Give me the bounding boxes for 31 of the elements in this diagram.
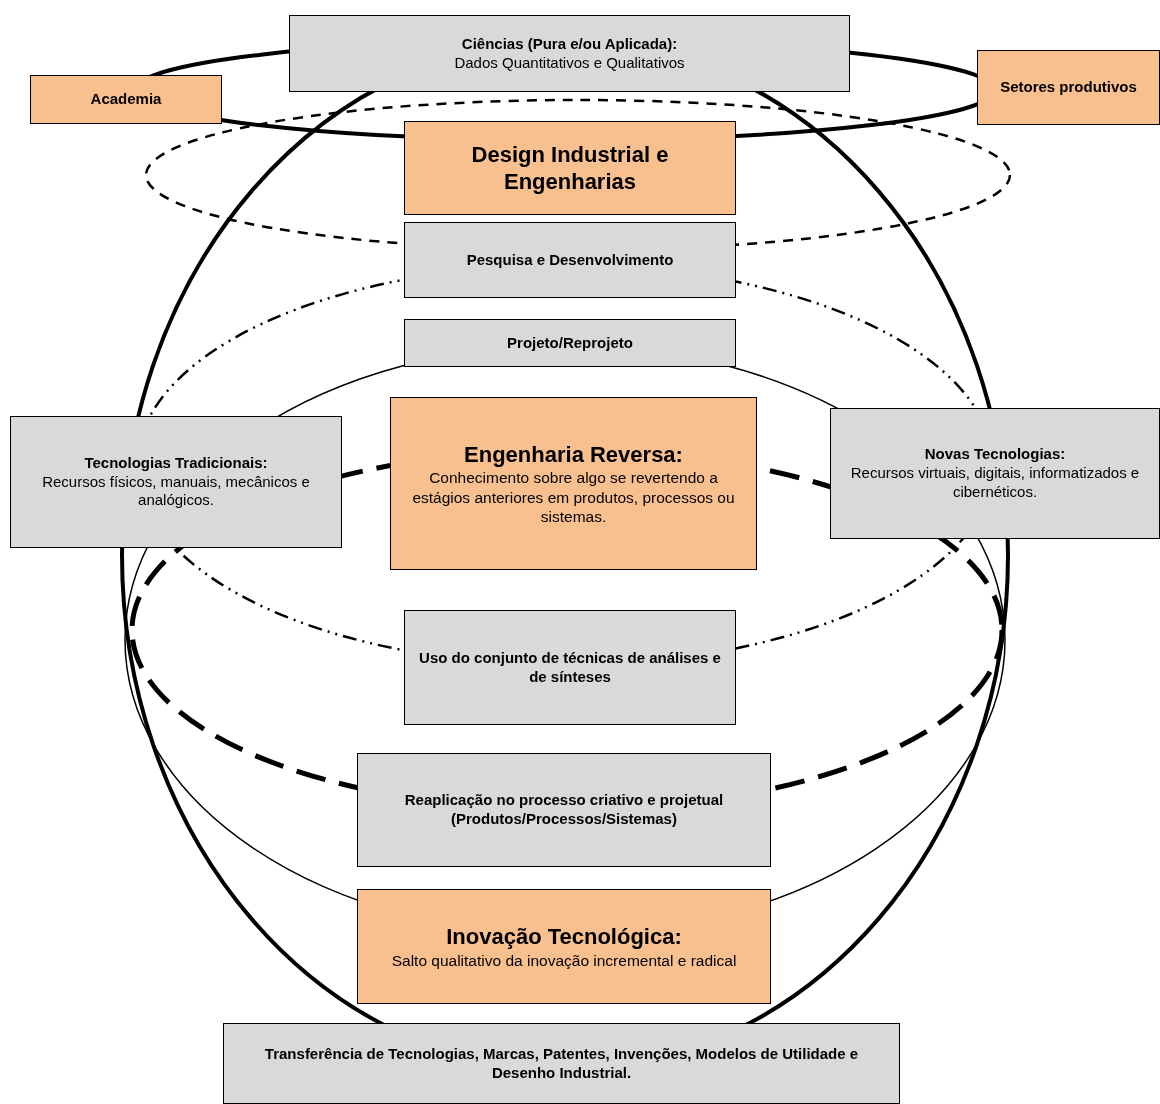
concept-box [223, 1023, 900, 1104]
box-heading: Uso do conjunto de técnicas de análises e de sínteses [418, 648, 722, 687]
box-heading: Transferência de Tecnologias, Marcas, Patentes, Invenções, Modelos de Utilidade e Desenho Industrial. [263, 1044, 860, 1083]
box-text: Dados Quantitativos e Qualitativos [454, 53, 685, 73]
box-text: Salto qualitativo da inovação incremental e radical [391, 950, 737, 970]
box-text: Conhecimento sobre algo se revertendo a estágios anteriores em produtos, processos ou sistemas. [411, 468, 736, 527]
concept-box [357, 753, 771, 867]
box-heading: Tecnologias Tradicionais: [84, 453, 268, 473]
concept-box [830, 408, 1160, 539]
concept-box [404, 610, 736, 725]
concept-box [404, 319, 736, 367]
concept-box [30, 75, 222, 124]
box-heading: Reaplicação no processo criativo e projetual (Produtos/Processos/Sistemas) [403, 791, 725, 829]
concept-box [977, 50, 1160, 125]
box-heading: Setores produtivos [1000, 78, 1137, 97]
concept-box [390, 397, 757, 570]
box-heading: Projeto/Reprojeto [507, 333, 633, 353]
box-text: Recursos físicos, manuais, mecânicos e analógicos. [41, 472, 311, 511]
concept-box [10, 416, 342, 548]
box-heading: Pesquisa e Desenvolvimento [466, 250, 674, 270]
box-text: Recursos virtuais, digitais, informatizados e cibernéticos. [849, 464, 1141, 502]
concept-box [404, 121, 736, 215]
box-heading: Ciências (Pura e/ou Aplicada): [461, 34, 678, 54]
concept-box [289, 15, 850, 92]
box-heading: Design Industrial e Engenharias [470, 140, 670, 196]
box-heading: Novas Tecnologias: [924, 445, 1066, 465]
concept-box [357, 889, 771, 1004]
box-heading: Academia [90, 90, 162, 109]
concept-box [404, 222, 736, 298]
box-heading: Engenharia Reversa: [464, 440, 683, 469]
box-heading: Inovação Tecnológica: [446, 923, 682, 951]
